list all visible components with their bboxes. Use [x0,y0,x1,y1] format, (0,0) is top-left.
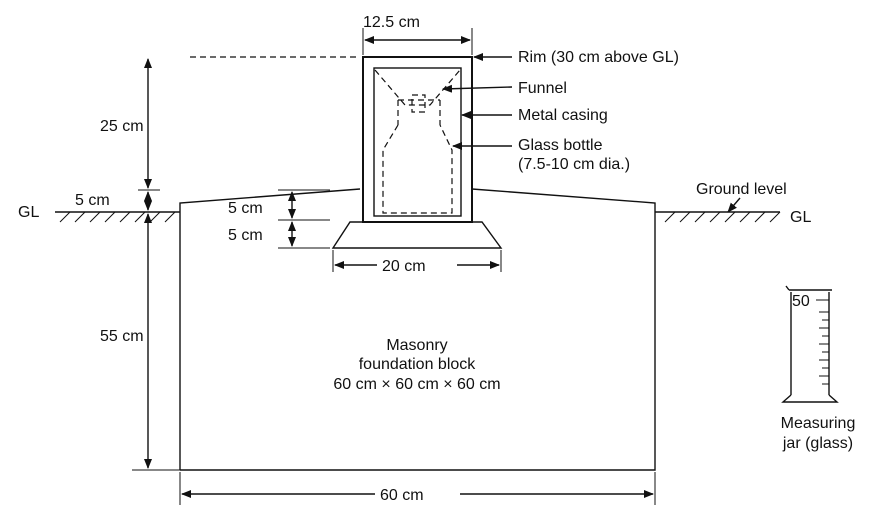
foundation-block [179,188,656,471]
dimension-5cm-left-label: 5 cm [75,192,110,209]
metal-casing [331,56,503,249]
gl-left-label: GL [18,204,39,221]
metal-casing-label: Metal casing [518,107,608,124]
dimension-12-5cm-label: 12.5 cm [363,14,420,31]
glass-bottle-sublabel: (7.5-10 cm dia.) [518,156,630,173]
dimension-5cm-left [138,191,160,213]
dimension-60cm-label: 60 cm [380,487,424,504]
masonry-label-line3: 60 cm × 60 cm × 60 cm [333,376,500,393]
dimension-60cm [179,472,656,505]
masonry-label-line2: foundation block [359,356,477,373]
funnel-arrow [442,84,513,93]
funnel [374,69,461,125]
dimension-25cm [138,58,160,191]
glass-bottle [382,124,453,214]
funnel-label: Funnel [518,80,567,97]
dimension-55cm [132,213,180,471]
dimension-20cm [332,250,502,272]
dimension-5cm-lower [278,221,330,249]
ground-level-left [55,211,180,223]
dimension-55cm-label: 55 cm [100,328,144,345]
measuring-jar [781,285,839,403]
dimension-5cm-upper [278,189,330,221]
masonry-label-line1: Masonry [386,337,447,354]
ground-level-right [655,211,781,223]
measuring-jar-label-line1: Measuring [781,415,856,432]
measuring-jar-value: 50 [792,293,810,310]
rim-label: Rim (30 cm above GL) [518,49,679,66]
gl-right-label: GL [790,209,811,226]
dimension-12-5cm [362,28,473,55]
measuring-jar-label-line2: jar (glass) [782,435,853,452]
dimension-20cm-label: 20 cm [382,258,426,275]
ground-level-arrow [727,197,741,213]
dimension-5cm-lower-label: 5 cm [228,227,263,244]
dimension-5cm-upper-label: 5 cm [228,200,263,217]
dimension-25cm-label: 25 cm [100,118,144,135]
ground-level-label: Ground level [696,181,787,198]
glass-bottle-label: Glass bottle [518,137,603,154]
